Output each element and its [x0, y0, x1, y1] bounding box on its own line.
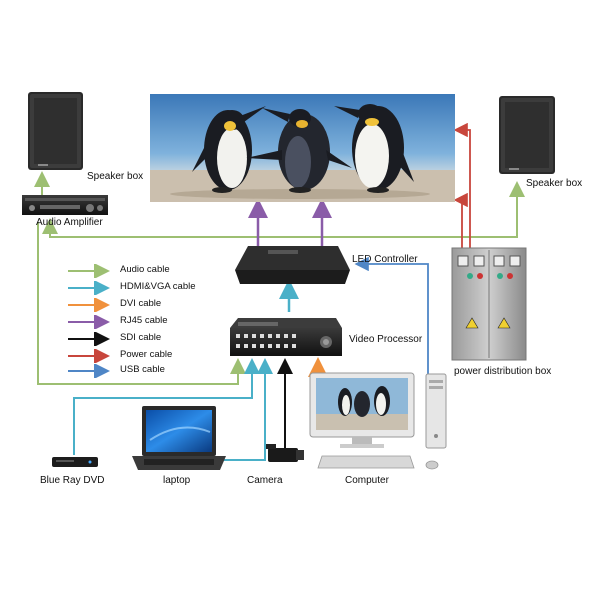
legend-label-rj45: RJ45 cable: [120, 315, 168, 326]
audio-cable-processor: [37, 222, 246, 385]
legend-item-hdmi: HDMI&VGA cable: [66, 281, 236, 295]
power-box-label: power distribution box: [454, 366, 552, 377]
led-screen-icon: [150, 94, 455, 202]
computer-label: Computer: [345, 475, 389, 486]
camera-icon: [266, 444, 304, 462]
legend-label-power: Power cable: [120, 349, 173, 360]
legend-arrow-sdi: [68, 332, 110, 346]
dvd-player-icon: [52, 457, 98, 467]
led-controller-icon: [235, 246, 350, 284]
audio-amplifier-label: Audio Amplifier: [36, 217, 103, 228]
legend-item-power: Power cable: [66, 349, 236, 363]
penguin-right: [334, 104, 414, 193]
led-controller-label: LED Controller: [352, 254, 418, 265]
computer-icon: [309, 372, 447, 470]
video-processor-icon: [230, 318, 342, 356]
blue-ray-label: Blue Ray DVD: [40, 475, 105, 486]
power-cabinet-icon: [451, 247, 527, 361]
legend-arrow-hdmi: [68, 281, 110, 295]
video-processor-label: Video Processor: [349, 334, 423, 345]
legend-item-usb: USB cable: [66, 364, 236, 378]
legend-arrow-audio: [68, 264, 110, 278]
laptop-icon: [132, 406, 226, 470]
legend-item-rj45: RJ45 cable: [66, 315, 236, 329]
speaker-right-label: Speaker box: [526, 178, 583, 189]
legend-item-sdi: SDI cable: [66, 332, 236, 346]
camera-label: Camera: [247, 475, 283, 486]
speaker-icon-left: [28, 92, 83, 170]
audio-cable-amplifier: [42, 218, 432, 238]
legend-label-audio: Audio cable: [120, 264, 170, 275]
usb-cable-controller: [354, 256, 429, 375]
legend-item-dvi: DVI cable: [66, 298, 236, 312]
power-cable-2: [453, 192, 468, 248]
legend-arrow-dvi: [68, 298, 110, 312]
legend-label-dvi: DVI cable: [120, 298, 162, 309]
hdmi-cable-bluray: [73, 358, 260, 455]
laptop-label: laptop: [163, 475, 191, 486]
cables: [34, 122, 525, 461]
audio-cable-right-speaker: [432, 181, 525, 238]
speaker-left-label: Speaker box: [87, 171, 144, 182]
legend-label-sdi: SDI cable: [120, 332, 162, 343]
penguin-left: [192, 106, 266, 193]
amplifier-icon: [22, 195, 108, 215]
legend-label-usb: USB cable: [120, 364, 165, 375]
penguin-middle: [246, 108, 352, 193]
legend-arrow-rj45: [68, 315, 110, 329]
vga-cable-laptop: [218, 358, 273, 461]
legend-label-hdmi: HDMI&VGA cable: [120, 281, 196, 292]
legend-arrow-power: [68, 349, 110, 363]
legend-arrow-usb: [68, 364, 110, 378]
speaker-icon-right: [499, 96, 555, 174]
legend-item-audio: Audio cable: [66, 264, 236, 278]
power-cable-1: [453, 122, 471, 248]
